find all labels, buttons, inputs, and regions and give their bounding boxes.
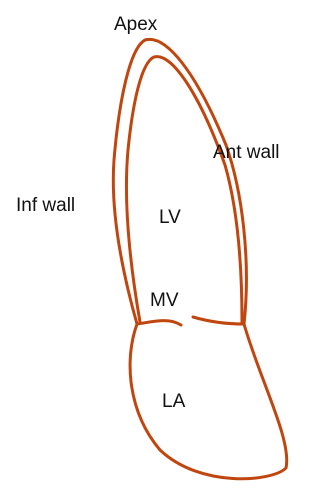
mitral-valve-left-leaflet — [137, 321, 181, 325]
left-atrium-outline — [130, 324, 287, 479]
mitral-valve-right-leaflet — [193, 317, 244, 324]
ant-wall-label: Ant wall — [213, 143, 280, 162]
lv-label: LV — [159, 208, 181, 227]
inf-wall-label: Inf wall — [16, 196, 75, 215]
inner-wall-outline — [126, 57, 242, 322]
mv-label: MV — [150, 291, 179, 310]
la-label: LA — [162, 392, 185, 411]
apex-label: Apex — [114, 15, 157, 34]
